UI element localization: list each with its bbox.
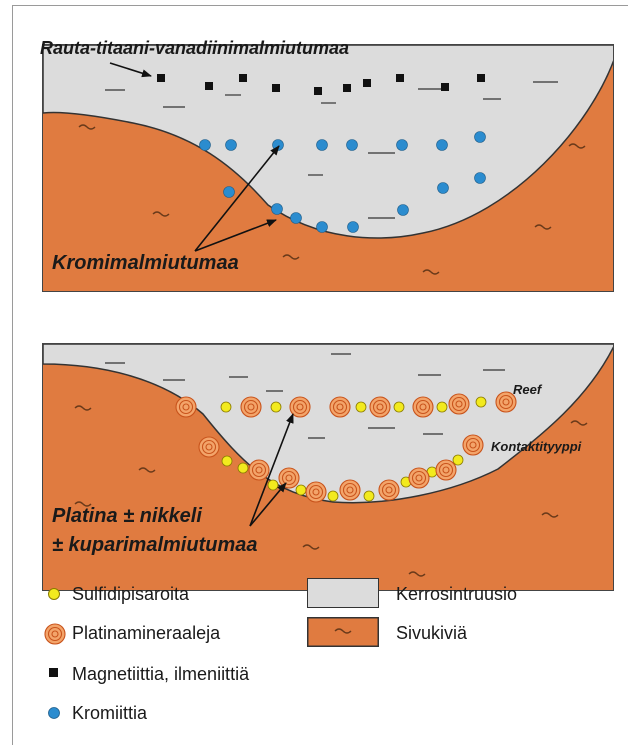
pgm-ore-label-line1: Platina ± nikkeli [52, 505, 202, 528]
intrusion-swatch [307, 578, 379, 608]
chromite-ore-label: Kromimalmiutumaa [52, 252, 239, 275]
legend-pgm-label: Platinamineraaleja [72, 623, 220, 644]
host-rock-swatch [307, 617, 379, 647]
pgm-ore-label-line2: ± kuparimalmiutumaa [52, 534, 257, 557]
legend-host-rock-label: Sivukiviä [396, 623, 467, 644]
magnetite-symbol [48, 667, 60, 679]
sulfide-symbol [46, 586, 62, 602]
legend-sulfide-label: Sulfidipisaroita [72, 584, 189, 605]
pgm-symbol [43, 622, 67, 646]
legend-chromite-label: Kromiittia [72, 703, 147, 724]
legend-magnetite-label: Magnetiittia, ilmeniittiä [72, 664, 249, 685]
chromite-symbol [46, 705, 62, 721]
contact-type-label: Kontaktityyppi [491, 439, 581, 454]
legend-intrusion-label: Kerrosintruusio [396, 584, 517, 605]
fe-ti-v-ore-label: Rauta-titaani-vanadiinimalmiutumaa [40, 38, 349, 59]
reef-label: Reef [513, 382, 541, 397]
